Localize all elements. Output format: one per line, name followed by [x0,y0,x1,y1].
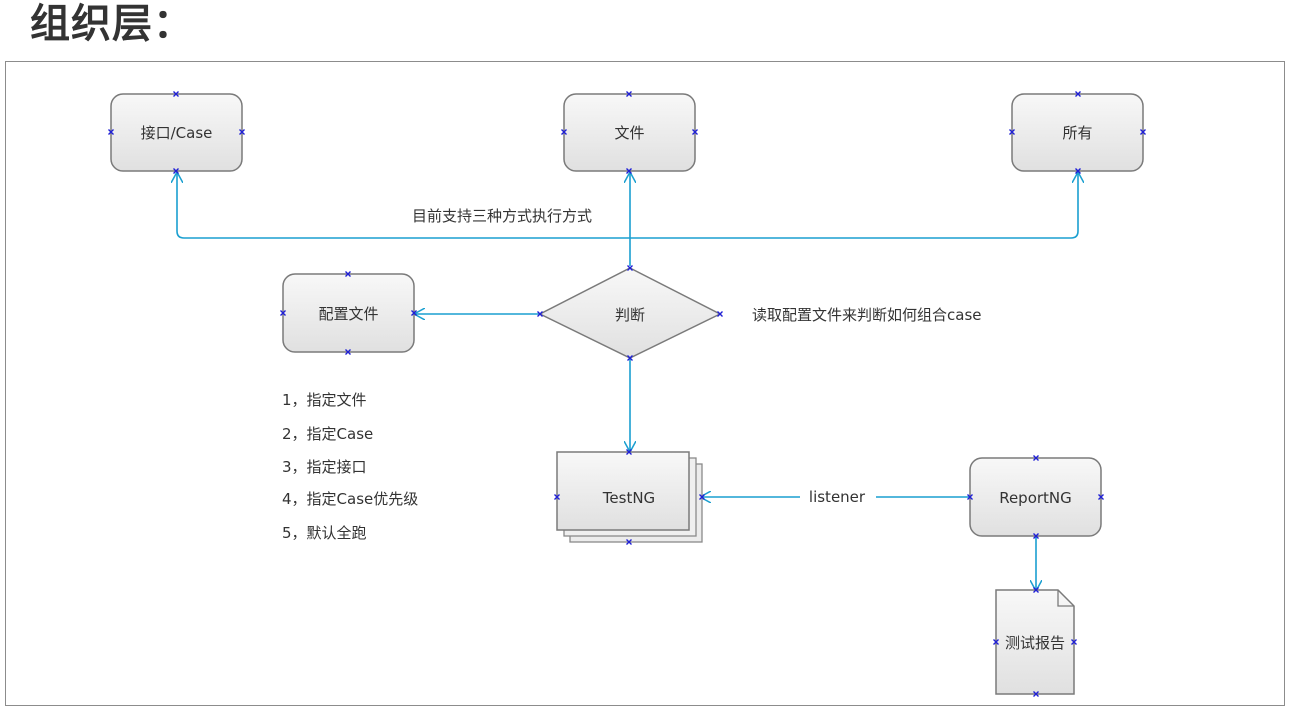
page-heading: 组织层： [30,1,194,47]
port-marker-icon [108,129,114,135]
edge-branch-to-all[interactable] [630,172,1078,239]
node-testng[interactable]: TestNG [556,451,703,543]
config-option: 5，默认全跑 [282,524,367,542]
node-all-label: 所有 [1062,124,1092,142]
port-marker-icon [537,311,543,317]
config-option: 2，指定Case [282,425,373,443]
port-marker-icon [692,129,698,135]
config-options-list: 1，指定文件 2，指定Case 3，指定接口 4，指定Case优先级 5，默认全… [282,391,418,542]
port-marker-icon [1075,168,1081,174]
port-marker-icon [626,539,632,545]
listener-label-bg [800,486,876,508]
decision-note: 读取配置文件来判断如何组合case [752,306,981,324]
port-marker-icon [967,494,973,500]
port-marker-icon [1033,533,1039,539]
port-marker-icon [554,494,560,500]
port-marker-icon [1033,455,1039,461]
port-marker-icon [626,449,632,455]
port-marker-icon [173,91,179,97]
port-marker-icon [626,91,632,97]
port-marker-icon [627,265,633,271]
diagram-frame [5,61,1285,706]
node-decision-label: 判断 [615,306,645,324]
node-api-case[interactable]: 接口/Case [110,93,243,172]
edge-branch-to-api-case[interactable] [177,172,630,239]
port-marker-icon [627,355,633,361]
port-marker-icon [717,311,723,317]
port-marker-icon [173,168,179,174]
port-marker-icon [280,310,286,316]
edge-label-listener: listener [809,488,866,506]
port-marker-icon [1071,639,1077,645]
config-option: 1，指定文件 [282,391,367,409]
port-marker-icon [561,129,567,135]
port-marker-icon [1033,691,1039,697]
port-marker-icon [699,494,705,500]
node-testng-label: TestNG [602,489,655,507]
port-marker-icon [411,310,417,316]
node-reportng[interactable]: ReportNG [969,457,1102,537]
port-marker-icon [993,639,999,645]
port-marker-icon [1033,587,1039,593]
node-file-label: 文件 [614,124,644,142]
node-all[interactable]: 所有 [1011,93,1144,172]
execution-modes-note: 目前支持三种方式执行方式 [412,207,592,225]
port-marker-icon [345,271,351,277]
port-marker-icon [1140,129,1146,135]
config-option: 3，指定接口 [282,458,367,476]
edges [177,172,1078,591]
port-marker-icon [1075,91,1081,97]
port-marker-icon [345,349,351,355]
node-file[interactable]: 文件 [563,93,696,172]
port-marker-icon [626,168,632,174]
port-marker-icon [1098,494,1104,500]
config-option: 4，指定Case优先级 [282,490,418,508]
port-markers [108,91,1146,697]
node-api-case-label: 接口/Case [141,124,213,142]
node-test-report-label: 测试报告 [1005,634,1065,652]
node-decision[interactable]: 判断 [538,267,722,359]
port-marker-icon [239,129,245,135]
node-config-file[interactable]: 配置文件 [282,273,415,353]
node-test-report[interactable]: 测试报告 [995,589,1075,695]
node-reportng-label: ReportNG [999,489,1072,507]
port-marker-icon [1009,129,1015,135]
node-config-file-label: 配置文件 [318,305,378,323]
